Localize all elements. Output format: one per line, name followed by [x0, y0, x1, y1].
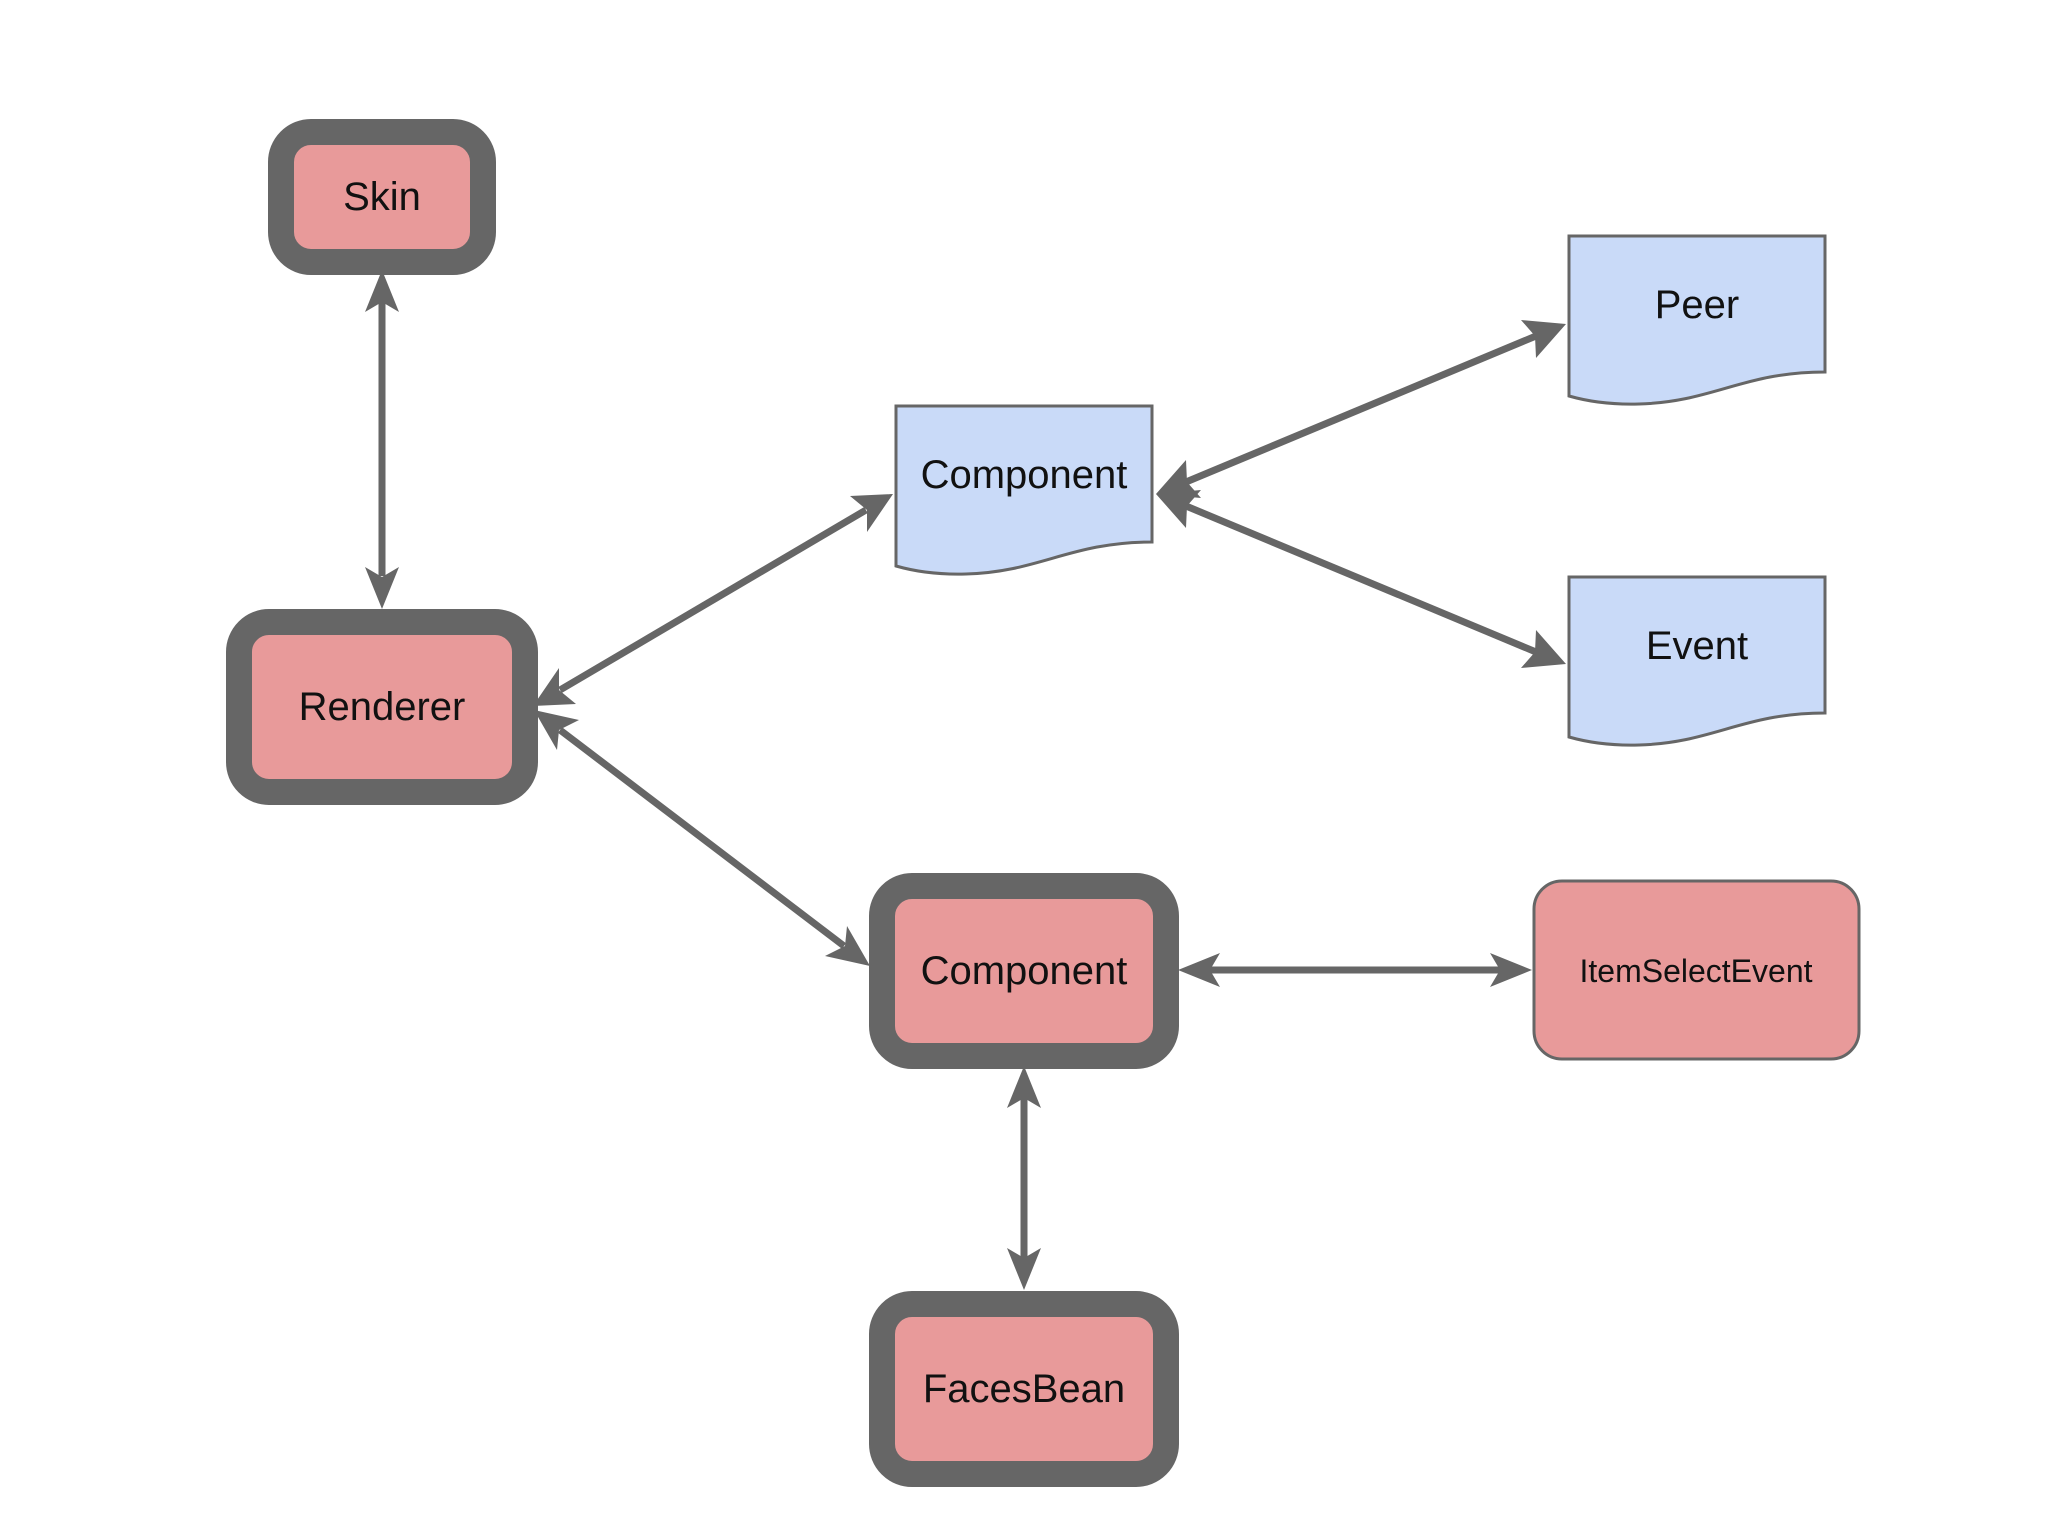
node-skin-box: [268, 119, 496, 275]
arrowhead: [825, 926, 870, 966]
node-skin: Skin: [268, 119, 496, 275]
node-component-doc-label: Component: [921, 453, 1128, 497]
node-peer-shape: [1567, 234, 1827, 406]
arrowhead: [1490, 953, 1532, 987]
node-peer-label: Peer: [1655, 283, 1740, 327]
node-component-doc: Component: [894, 404, 1154, 576]
arrowhead: [1156, 460, 1201, 498]
node-peer: Peer: [1567, 234, 1827, 406]
node-itemselectevent-label: ItemSelectEvent: [1580, 953, 1813, 989]
arrowhead: [1178, 953, 1220, 987]
node-event-label: Event: [1646, 624, 1748, 668]
node-event: Event: [1567, 575, 1827, 747]
arrowhead: [533, 668, 576, 706]
node-renderer: Renderer: [226, 609, 538, 805]
arrowhead: [1007, 1066, 1041, 1108]
edge-component-doc-event: [1156, 490, 1566, 668]
arrowhead: [1521, 320, 1566, 358]
node-renderer-box: [226, 609, 538, 805]
node-skin-label: Skin: [343, 175, 421, 219]
edge-component-box-facesbean: [1007, 1066, 1041, 1290]
arrowhead: [1156, 490, 1201, 528]
arrowhead: [534, 710, 579, 750]
node-itemselectevent-box: [1532, 879, 1861, 1061]
node-component-box-label: Component: [921, 949, 1128, 993]
arrowhead: [365, 270, 399, 312]
node-facesbean-box: [869, 1291, 1179, 1487]
arrowhead: [1521, 630, 1566, 668]
node-itemselectevent: ItemSelectEvent: [1532, 879, 1861, 1061]
edge-renderer-component-box: [534, 710, 870, 966]
edge-renderer-component-doc: [533, 494, 893, 706]
node-renderer-label: Renderer: [299, 685, 466, 729]
node-component-doc-shape: [894, 404, 1154, 576]
edges: [365, 270, 1566, 1290]
node-component-box: Component: [869, 873, 1179, 1069]
edge-component-doc-peer: [1156, 320, 1566, 498]
arrowhead: [850, 494, 893, 532]
edge-skin-renderer: [365, 270, 399, 609]
node-facesbean-label: FacesBean: [923, 1367, 1125, 1411]
edge-component-box-itemselectevent: [1178, 953, 1532, 987]
arrowhead: [365, 567, 399, 609]
node-event-shape: [1567, 575, 1827, 747]
arrowhead: [1007, 1248, 1041, 1290]
node-facesbean: FacesBean: [869, 1291, 1179, 1487]
nodes: Skin Renderer Component Peer Event Compo…: [226, 119, 1861, 1487]
node-component-box-box: [869, 873, 1179, 1069]
